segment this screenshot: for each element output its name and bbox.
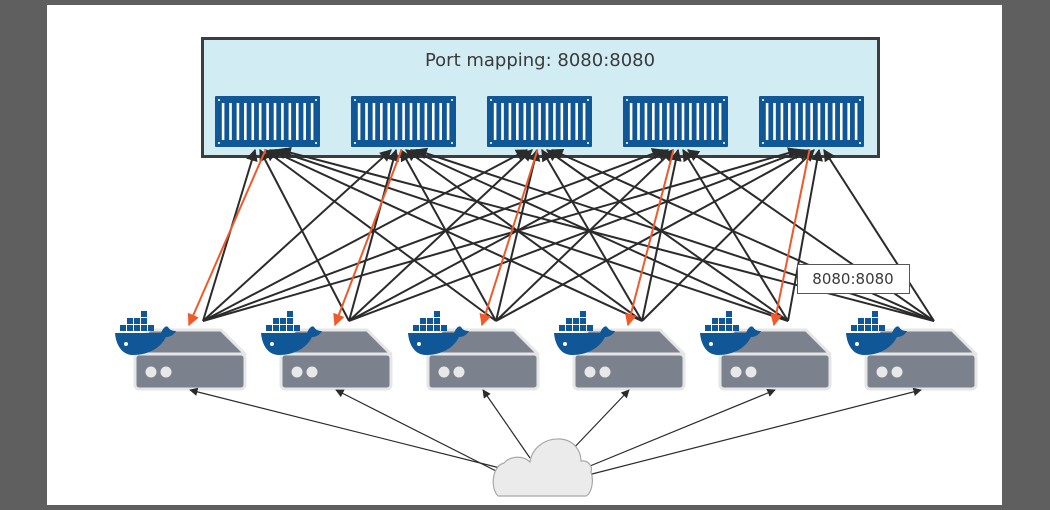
cloud-icon (492, 438, 593, 497)
mesh-link (259, 148, 350, 322)
docker-host-node (700, 311, 832, 391)
highlight-links (187, 149, 811, 327)
mesh-link (202, 148, 665, 322)
ingress-link (589, 388, 776, 467)
ingress-lines (189, 387, 922, 475)
routing-mesh-lines (202, 146, 935, 322)
ingress-link (335, 389, 503, 475)
cluster-box: Port mapping: 8080:8080 (201, 37, 880, 158)
container-to-node-link (624, 149, 675, 327)
container-row (215, 96, 864, 147)
mesh-link (202, 149, 529, 322)
docker-host-node (115, 311, 247, 391)
ingress-link (189, 387, 501, 469)
docker-host-node (261, 311, 393, 391)
docker-host-node (554, 311, 686, 391)
docker-whale-icon (408, 311, 469, 355)
docker-whale-icon (554, 311, 615, 355)
server-icon (716, 328, 832, 391)
container-icon (623, 96, 728, 147)
mesh-link (495, 148, 541, 322)
mesh-link (405, 149, 643, 322)
mesh-link (541, 148, 643, 322)
container-icon (215, 96, 320, 147)
docker-whale-icon (261, 311, 322, 355)
docker-host-node (846, 311, 978, 391)
mesh-link (495, 149, 674, 322)
container-icon (759, 96, 864, 147)
container-icon (351, 96, 456, 147)
node-row (115, 311, 978, 391)
mesh-link (400, 148, 497, 322)
docker-whale-icon (700, 311, 761, 355)
mesh-link (264, 149, 497, 322)
port-label: 8080:8080 (797, 264, 910, 294)
mesh-link (641, 148, 682, 322)
mesh-link (787, 148, 823, 322)
mesh-link (641, 149, 815, 322)
mesh-link (273, 147, 789, 322)
ingress-link (591, 387, 922, 475)
mesh-link (348, 148, 399, 322)
mesh-link (268, 149, 643, 322)
mesh-link (687, 149, 935, 322)
container-to-node-link (187, 149, 267, 327)
container-to-node-link (770, 149, 811, 327)
mesh-link (414, 147, 935, 322)
container-icon (487, 96, 592, 147)
mesh-link (823, 148, 935, 322)
port-mapping-title: Port mapping: 8080:8080 (425, 50, 655, 71)
mesh-link (682, 148, 789, 322)
ingress-link (569, 389, 630, 453)
mesh-link (409, 148, 789, 322)
container-to-node-link (479, 149, 539, 327)
server-icon (424, 328, 540, 391)
mesh-link (546, 149, 789, 322)
port-label-box (797, 264, 910, 294)
docker-host-node (408, 311, 540, 391)
docker-whale-icon (115, 311, 176, 355)
port-label-text: 8080:8080 (812, 270, 893, 288)
container-to-node-link (333, 149, 403, 327)
mesh-link (202, 149, 392, 322)
mesh-link (348, 149, 670, 322)
mesh-link (495, 149, 811, 322)
ingress-link (482, 389, 531, 459)
docker-whale-icon (846, 311, 907, 355)
